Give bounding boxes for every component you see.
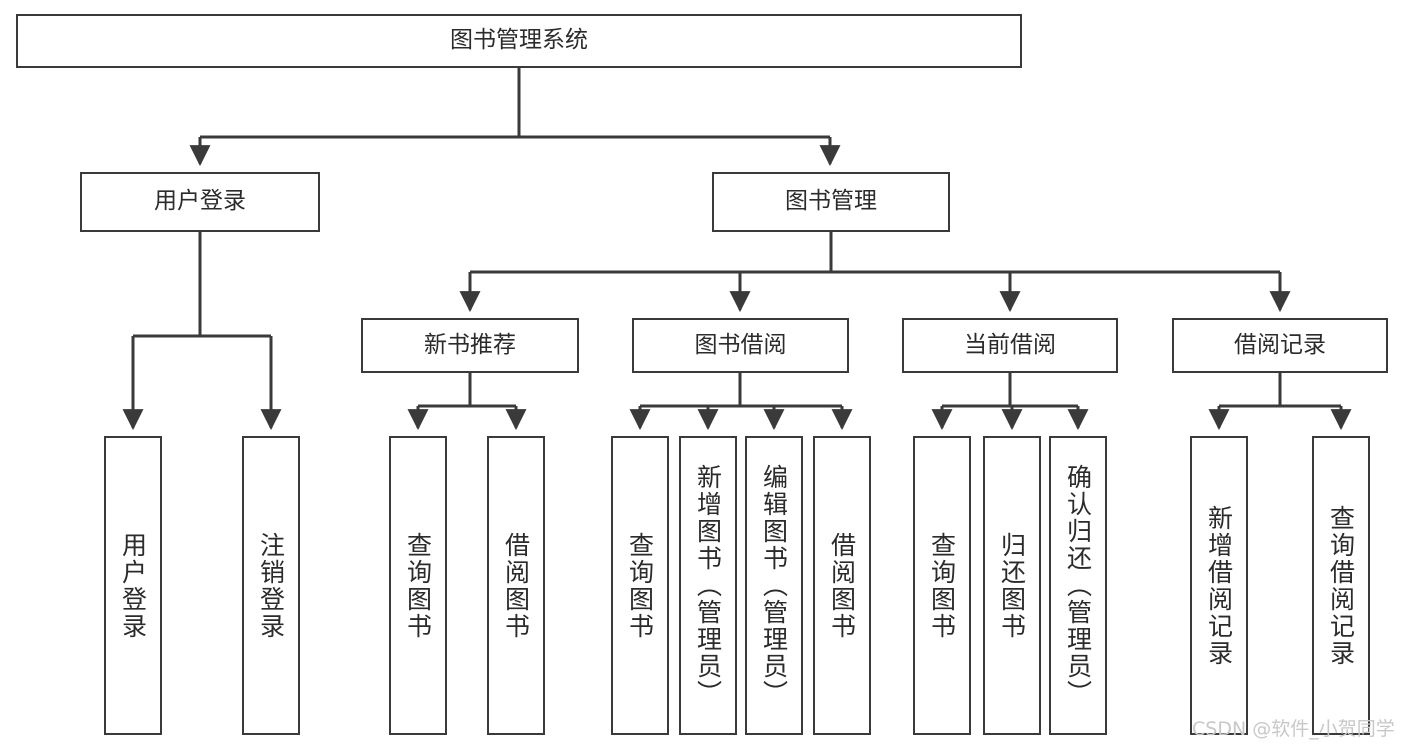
leaf-add-book-label: 新增图书（管理员）	[693, 464, 723, 707]
leaf-query-book-1[interactable]: 查询图书	[389, 436, 447, 735]
node-current-borrow[interactable]: 当前借阅	[902, 318, 1118, 373]
leaf-borrow-book-1[interactable]: 借阅图书	[487, 436, 545, 735]
node-book-borrow[interactable]: 图书借阅	[632, 318, 849, 373]
leaf-query-book-3[interactable]: 查询图书	[913, 436, 971, 735]
leaf-query-record[interactable]: 查询借阅记录	[1312, 436, 1370, 735]
node-user-login[interactable]: 用户登录	[80, 172, 320, 232]
node-current-borrow-label: 当前借阅	[964, 331, 1056, 358]
leaf-query-book-1-label: 查询图书	[403, 531, 433, 640]
node-root[interactable]: 图书管理系统	[16, 14, 1022, 68]
leaf-return-book[interactable]: 归还图书	[983, 436, 1041, 735]
leaf-add-record[interactable]: 新增借阅记录	[1190, 436, 1248, 735]
leaf-confirm-return-label: 确认归还（管理员）	[1063, 464, 1093, 707]
leaf-borrow-book-2[interactable]: 借阅图书	[813, 436, 871, 735]
csdn-watermark: CSDN @软件_小贺同学	[1192, 718, 1395, 740]
leaf-query-book-2-label: 查询图书	[625, 531, 655, 640]
leaf-edit-book-label: 编辑图书（管理员）	[759, 464, 789, 707]
leaf-user-login-label: 用户登录	[118, 531, 148, 640]
leaf-query-record-label: 查询借阅记录	[1326, 504, 1356, 667]
leaf-add-record-label: 新增借阅记录	[1204, 504, 1234, 667]
leaf-user-login[interactable]: 用户登录	[104, 436, 162, 735]
node-root-label: 图书管理系统	[450, 27, 588, 54]
leaf-return-book-label: 归还图书	[997, 531, 1027, 640]
leaf-logout-label: 注销登录	[256, 531, 286, 640]
leaf-add-book[interactable]: 新增图书（管理员）	[679, 436, 737, 735]
leaf-borrow-book-2-label: 借阅图书	[827, 531, 857, 640]
leaf-query-book-2[interactable]: 查询图书	[611, 436, 669, 735]
leaf-edit-book[interactable]: 编辑图书（管理员）	[745, 436, 803, 735]
node-book-borrow-label: 图书借阅	[694, 331, 787, 358]
node-new-book-recommend[interactable]: 新书推荐	[361, 318, 579, 373]
leaf-logout[interactable]: 注销登录	[242, 436, 300, 735]
node-book-manage[interactable]: 图书管理	[712, 172, 950, 232]
node-borrow-record-label: 借阅记录	[1234, 331, 1326, 358]
node-borrow-record[interactable]: 借阅记录	[1172, 318, 1388, 373]
leaf-borrow-book-1-label: 借阅图书	[501, 531, 531, 640]
node-new-book-recommend-label: 新书推荐	[424, 331, 516, 358]
node-book-manage-label: 图书管理	[785, 188, 877, 215]
leaf-query-book-3-label: 查询图书	[927, 531, 957, 640]
node-user-login-label: 用户登录	[154, 188, 246, 215]
leaf-confirm-return[interactable]: 确认归还（管理员）	[1049, 436, 1107, 735]
